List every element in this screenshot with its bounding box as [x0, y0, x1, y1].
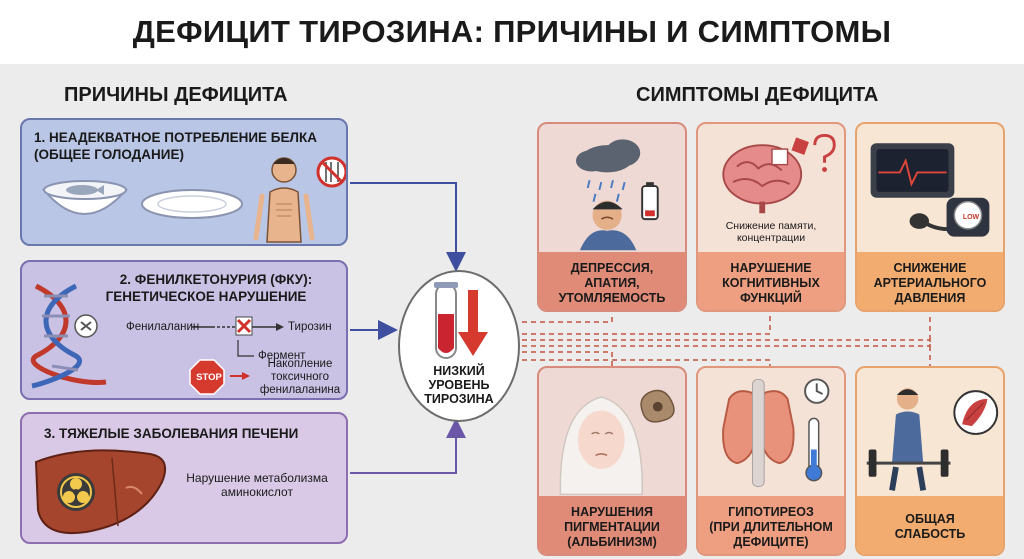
causes-heading: ПРИЧИНЫ ДЕФИЦИТА — [64, 84, 288, 106]
starving-person-icon — [253, 157, 315, 243]
s3-line2: АРТЕРИАЛЬНОГО — [873, 275, 987, 290]
cause1-title-2: (ОБЩЕЕ ГОЛОДАНИЕ) — [34, 147, 184, 162]
s4-line3: (АЛЬБИНИЗМ) — [567, 534, 657, 549]
liver-icon — [34, 449, 166, 534]
stop-sign-label: STOP — [196, 372, 222, 383]
s3-line1: СНИЖЕНИЕ — [893, 260, 967, 275]
cause2-title-1: 2. ФЕНИЛКЕТОНУРИЯ (ФКУ): — [119, 272, 313, 287]
muscle-icon — [953, 390, 999, 435]
pressure-gauge-icon — [909, 197, 990, 237]
cause2-title-2: ГЕНЕТИЧЕСКОЕ НАРУШЕНИЕ — [105, 289, 307, 304]
depression-illustration — [575, 139, 659, 251]
symptom-label-blood-pressure: СНИЖЕНИЕ АРТЕРИАЛЬНОГО ДАВЛЕНИЯ — [857, 252, 1003, 310]
question-mark-icon — [813, 133, 836, 172]
pathway-product: Тирозин — [288, 321, 332, 333]
low-battery-icon — [641, 182, 659, 221]
dashed-links — [522, 314, 931, 366]
s3-line3: ДАВЛЕНИЯ — [894, 290, 966, 305]
biohazard-icon — [57, 473, 95, 511]
albino-person-icon — [559, 396, 643, 496]
symptom-card-blood-pressure: LOW СНИЖЕНИЕ АРТЕРИАЛЬНОГО ДАВЛЕНИЯ — [855, 122, 1005, 312]
hypothyroidism-illustration — [722, 378, 830, 487]
arrow-from-liver — [350, 418, 466, 474]
s4-line1: НАРУШЕНИЯ — [571, 504, 653, 519]
s1-line2: АПАТИЯ, — [584, 275, 640, 290]
accumulation-line-3: фенилаланина — [259, 384, 341, 396]
arrow-from-protein — [350, 182, 466, 272]
symptom-card-cognitive: Снижение памяти, концентрации НАРУШЕНИЕ … — [696, 122, 846, 312]
pathway-enzyme: Фермент — [258, 350, 306, 362]
tired-person-icon — [889, 388, 927, 491]
symptom-label-hypothyroidism: ГИПОТИРЕОЗ (ПРИ ДЛИТЕЛЬНОМ ДЕФИЦИТЕ) — [698, 496, 844, 554]
pigmentation-illustration — [559, 389, 675, 496]
symptom-label-depression: ДЕПРЕССИЯ, АПАТИЯ, УТОМЛЯЕМОСТЬ — [539, 252, 685, 310]
weakness-illustration — [866, 388, 999, 491]
sad-person-icon — [579, 200, 637, 251]
s2-line1: НАРУШЕНИЕ — [730, 260, 812, 275]
no-food-icon — [316, 156, 346, 188]
cause-panel-protein: 1. НЕАДЕКВАТНОЕ ПОТРЕБЛЕНИЕ БЕЛКА (ОБЩЕЕ… — [20, 118, 348, 246]
cause-panel-pku: 2. ФЕНИЛКЕТОНУРИЯ (ФКУ): ГЕНЕТИЧЕСКОЕ НА… — [20, 260, 348, 400]
s1-line1: ДЕПРЕССИЯ, — [570, 260, 654, 275]
s2-line3: ФУНКЦИЙ — [740, 290, 802, 305]
symptom-label-weakness: ОБЩАЯ СЛАБОСТЬ — [857, 496, 1003, 554]
cause3-illustration — [34, 449, 166, 534]
center-label-3: ТИРОЗИНА — [424, 392, 494, 406]
accumulation-line-1: Накопление — [267, 358, 333, 370]
dna-helix-icon — [30, 283, 107, 389]
s5-line1: ГИПОТИРЕОЗ — [728, 504, 814, 519]
center-label-1: НИЗКИЙ — [433, 364, 485, 378]
cause-panel-liver: 3. ТЯЖЕЛЫЕ ЗАБОЛЕВАНИЯ ПЕЧЕНИ Нарушение … — [20, 412, 348, 544]
center-label-2: УРОВЕНЬ — [428, 378, 490, 392]
thermometer-icon — [805, 417, 823, 482]
memory-note-1: Снижение памяти, — [725, 220, 817, 232]
s6-line2: СЛАБОСТЬ — [894, 527, 966, 541]
s1-line3: УТОМЛЯЕМОСТЬ — [558, 290, 666, 305]
blocked-enzyme-icon — [235, 316, 253, 336]
fish-bowl-icon — [41, 180, 129, 215]
s5-line2: (ПРИ ДЛИТЕЛЬНОМ — [709, 519, 833, 534]
memory-note: Снижение памяти, концентрации — [698, 220, 844, 244]
rain-cloud-icon — [575, 139, 641, 202]
cause3-note-1: Нарушение метаболизма — [186, 471, 328, 485]
symptom-card-depression: ДЕПРЕССИЯ, АПАТИЯ, УТОМЛЯЕМОСТЬ — [537, 122, 687, 312]
brain-icon — [722, 144, 803, 214]
title-bar: ДЕФИЦИТ ТИРОЗИНА: ПРИЧИНЫ И СИМПТОМЫ — [0, 0, 1024, 64]
s6-line1: ОБЩАЯ — [905, 512, 955, 526]
puzzle-piece-icon — [771, 137, 809, 166]
thyroid-gland-icon — [722, 378, 795, 487]
cause1-illustration — [41, 156, 346, 243]
barbell-icon — [866, 449, 951, 477]
clock-icon — [804, 378, 830, 404]
symptoms-heading: СИМПТОМЫ ДЕФИЦИТА — [636, 84, 879, 106]
symptom-label-cognitive: НАРУШЕНИЕ КОГНИТИВНЫХ ФУНКЦИЙ — [698, 252, 844, 310]
accumulation-line-2: токсичного — [271, 371, 329, 383]
cause3-title: 3. ТЯЖЕЛЫЕ ЗАБОЛЕВАНИЯ ПЕЧЕНИ — [44, 426, 299, 441]
empty-plate-icon — [141, 189, 243, 219]
symptom-card-pigmentation: НАРУШЕНИЯ ПИГМЕНТАЦИИ (АЛЬБИНИЗМ) — [537, 366, 687, 556]
cognitive-illustration — [722, 133, 836, 214]
symptom-label-pigmentation: НАРУШЕНИЯ ПИГМЕНТАЦИИ (АЛЬБИНИЗМ) — [539, 496, 685, 554]
page-title: ДЕФИЦИТ ТИРОЗИНА: ПРИЧИНЫ И СИМПТОМЫ — [132, 14, 892, 49]
s5-line3: ДЕФИЦИТЕ) — [733, 534, 809, 549]
cause1-title-1: 1. НЕАДЕКВАТНОЕ ПОТРЕБЛЕНИЕ БЕЛКА — [34, 130, 317, 145]
melanocyte-cell-icon — [640, 389, 675, 423]
s2-line2: КОГНИТИВНЫХ — [722, 275, 820, 290]
pathway-substrate: Фенилаланин — [126, 321, 200, 333]
symptom-card-hypothyroidism: ГИПОТИРЕОЗ (ПРИ ДЛИТЕЛЬНОМ ДЕФИЦИТЕ) — [696, 366, 846, 556]
symptom-card-weakness: ОБЩАЯ СЛАБОСТЬ — [855, 366, 1005, 556]
cause3-note-2: аминокислот — [221, 485, 293, 499]
heart-monitor-icon — [870, 143, 955, 198]
center-label: НИЗКИЙ УРОВЕНЬ ТИРОЗИНА — [398, 364, 520, 406]
memory-note-2: концентрации — [736, 232, 806, 244]
stop-sign-icon — [189, 359, 225, 395]
gauge-low-label: LOW — [962, 214, 980, 221]
cause2-illustration — [30, 283, 284, 395]
blood-pressure-illustration — [870, 143, 990, 237]
s4-line2: ПИГМЕНТАЦИИ — [564, 519, 660, 534]
